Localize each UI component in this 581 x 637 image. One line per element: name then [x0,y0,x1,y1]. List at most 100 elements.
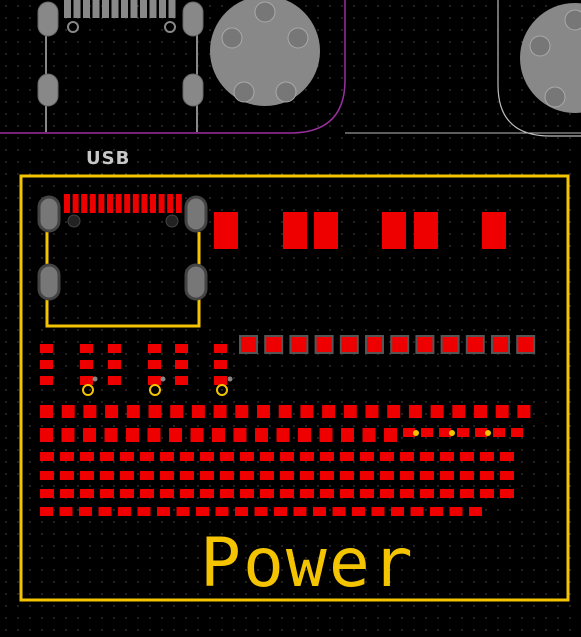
round-knob-1[interactable] [210,0,320,106]
pad-row-3[interactable] [140,452,154,461]
pad-row-6[interactable] [430,507,443,516]
top-usb-pin[interactable] [121,0,128,18]
small-pad[interactable] [108,344,121,353]
pad-row-1[interactable] [278,405,292,418]
pad-row-2[interactable] [212,428,225,442]
small-pad[interactable] [80,376,93,385]
pad-row-2-small[interactable] [403,428,415,437]
square-pad[interactable] [339,335,359,354]
usb-pin[interactable] [64,194,70,213]
pad-row-4[interactable] [120,471,134,480]
pad-row-4[interactable] [100,471,114,480]
power-section-outline[interactable] [19,174,570,602]
top-usb-pin[interactable] [102,0,109,18]
pad-row-6[interactable] [98,507,112,516]
square-pad[interactable] [390,335,410,354]
square-pad[interactable] [314,335,334,354]
top-usb-footprint[interactable] [37,0,204,132]
large-pad[interactable] [283,212,307,249]
square-pad[interactable] [440,335,460,354]
pad-row-5[interactable] [500,489,514,498]
pad-row-6[interactable] [254,507,268,516]
pad-row-1[interactable] [387,405,401,418]
pad-row-4[interactable] [480,471,494,480]
large-pad[interactable] [414,212,438,249]
usb-c-receptacle[interactable] [37,194,208,328]
pad-row-1[interactable] [170,405,184,418]
pad-row-4[interactable] [500,471,514,480]
pad-row-6[interactable] [449,507,463,516]
pad-row-5[interactable] [180,489,194,498]
pad-row-6[interactable] [391,507,404,516]
pad-row-1[interactable] [474,405,487,418]
pad-row-5[interactable] [120,489,134,498]
small-pad[interactable] [40,376,53,385]
via-yellow[interactable] [449,430,455,436]
pad-row-3[interactable] [500,452,514,461]
pad-row-2[interactable] [319,428,333,442]
pad-row-4[interactable] [180,471,194,480]
pad-row-4[interactable] [400,471,414,480]
pad-row-4[interactable] [160,471,174,480]
pad-row-1[interactable] [495,405,509,418]
pad-row-5[interactable] [340,489,354,498]
pad-row-6[interactable] [293,507,307,516]
via-yellow[interactable] [485,430,491,436]
usb-pin[interactable] [115,194,122,213]
vias[interactable] [82,376,491,437]
pad-row-6[interactable] [157,507,170,516]
pad-row-5[interactable] [260,489,274,498]
pad-row-6[interactable] [215,507,229,516]
via-small[interactable] [92,376,98,382]
round-knob-2[interactable] [520,3,581,113]
pad-row-6[interactable] [118,507,131,516]
via[interactable] [216,384,228,396]
square-pad[interactable] [516,335,536,354]
pad-row-4[interactable] [60,471,74,480]
large-smd-pads[interactable] [214,212,506,249]
top-usb-pin[interactable] [73,0,81,18]
small-pad[interactable] [175,360,188,369]
pad-row-5[interactable] [480,489,494,498]
small-pad[interactable] [80,344,93,353]
small-smd-pads[interactable] [40,335,536,516]
usb-pin[interactable] [81,194,88,213]
pad-row-1[interactable] [126,405,140,418]
large-pad[interactable] [482,212,506,249]
pad-row-3[interactable] [100,452,114,461]
pad-row-6[interactable] [235,507,248,516]
pad-row-2-small[interactable] [511,428,523,437]
pad-row-5[interactable] [440,489,454,498]
pad-row-2[interactable] [83,428,96,442]
usb-pin[interactable] [175,194,182,213]
pad-row-5[interactable] [40,489,54,498]
pad-row-3[interactable] [320,452,334,461]
pad-row-2[interactable] [233,428,247,442]
small-pad[interactable] [214,344,227,353]
pad-row-5[interactable] [220,489,234,498]
top-usb-pin[interactable] [140,0,147,18]
pad-row-2[interactable] [255,428,268,442]
via-yellow[interactable] [413,430,419,436]
square-pad[interactable] [465,335,485,354]
pad-row-4[interactable] [300,471,314,480]
pad-row-5[interactable] [420,489,434,498]
via[interactable] [82,384,94,396]
small-pad[interactable] [175,344,188,353]
pad-row-2[interactable] [276,428,290,442]
pad-row-5[interactable] [320,489,334,498]
large-pad[interactable] [314,212,338,249]
pad-row-5[interactable] [100,489,114,498]
pad-row-3[interactable] [360,452,374,461]
pad-row-3[interactable] [300,452,314,461]
pad-row-5[interactable] [80,489,94,498]
pad-row-1[interactable] [83,405,97,418]
pad-row-2-small[interactable] [421,428,433,437]
usb-pin[interactable] [107,194,113,213]
pad-row-6[interactable] [176,507,190,516]
pad-row-3[interactable] [380,452,394,461]
pad-row-3[interactable] [40,452,54,461]
top-usb-pin[interactable] [92,0,100,18]
small-pad[interactable] [214,376,227,385]
pad-row-4[interactable] [340,471,354,480]
